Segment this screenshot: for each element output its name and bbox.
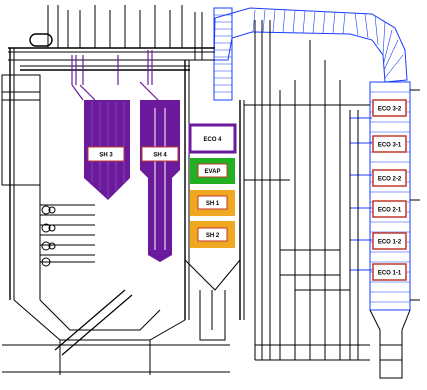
eco22-bank xyxy=(372,169,407,187)
sh1-label-box xyxy=(197,195,228,210)
sh3-bank-lines xyxy=(91,102,125,198)
sh4-label: SH 4 xyxy=(153,153,167,159)
eco4-label: ECO 4 xyxy=(203,137,222,143)
sh4-bank xyxy=(140,100,180,262)
sh3-label-box xyxy=(87,146,125,162)
eco31-bank xyxy=(372,135,407,153)
eco12-label: ECO 1-2 xyxy=(378,240,402,246)
eco4-bank xyxy=(188,123,237,154)
eco22-label: ECO 2-2 xyxy=(378,177,402,183)
sh2-label-box xyxy=(197,227,228,242)
eco32-label: ECO 3-2 xyxy=(378,107,402,113)
boiler-structure xyxy=(1,5,420,379)
sh2-label: SH 2 xyxy=(206,233,220,239)
sh3-label: SH 3 xyxy=(99,153,113,159)
eco11-bank xyxy=(372,263,407,281)
sh4-label-box xyxy=(141,146,179,162)
sh1-label: SH 1 xyxy=(206,201,220,207)
sh4-bank-lines xyxy=(154,108,166,250)
eco11-label: ECO 1-1 xyxy=(378,271,402,277)
eco32-bank xyxy=(372,99,407,117)
superheater-pendants xyxy=(71,50,159,101)
economizer-banks: ECO 3-2 ECO 3-1 ECO 2-2 ECO 2-1 ECO 1-2 … xyxy=(372,99,407,281)
evap-label-box xyxy=(197,163,228,178)
eco21-label: ECO 2-1 xyxy=(378,208,402,214)
evap-label: EVAP xyxy=(205,169,221,175)
eco12-bank xyxy=(372,232,407,250)
eco21-bank xyxy=(372,200,407,218)
eco31-label: ECO 3-1 xyxy=(378,143,402,149)
